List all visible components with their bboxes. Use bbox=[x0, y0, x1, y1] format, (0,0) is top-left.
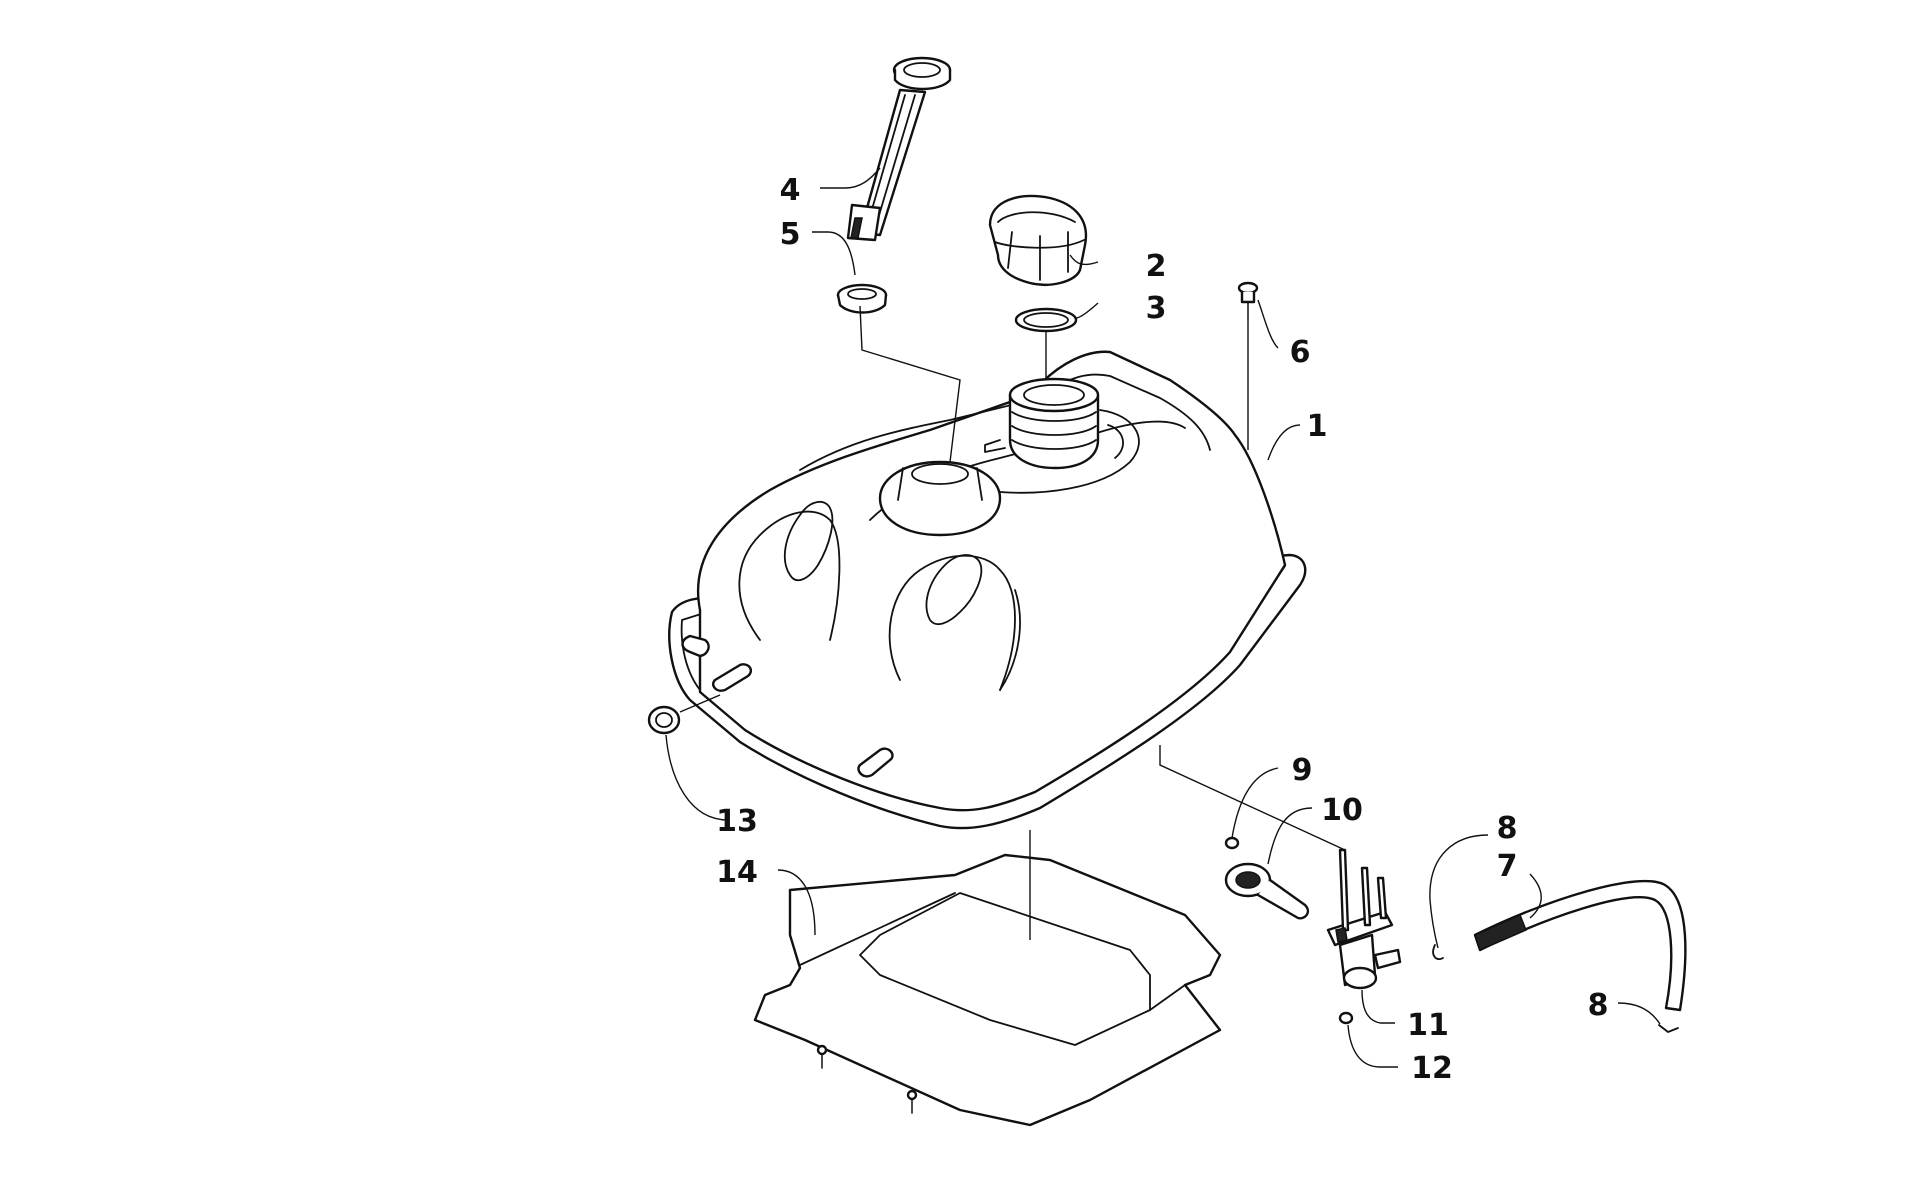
fuel-tank-part bbox=[668, 350, 1307, 830]
callout-6: 6 bbox=[1290, 335, 1311, 370]
callout-12: 12 bbox=[1411, 1051, 1453, 1086]
petcock-gasket-part bbox=[1224, 862, 1310, 920]
callout-10: 10 bbox=[1321, 793, 1363, 828]
callout-3: 3 bbox=[1146, 291, 1167, 326]
vent-fitting-part bbox=[1237, 281, 1259, 319]
fuel-petcock-part bbox=[1326, 848, 1402, 990]
gauge-grommet-part bbox=[836, 283, 888, 314]
callout-11: 11 bbox=[1407, 1008, 1449, 1043]
hose-clamp-part bbox=[1432, 944, 1679, 1033]
callout-9: 9 bbox=[1292, 753, 1313, 788]
callout-8-lower: 8 bbox=[1588, 988, 1609, 1023]
petcock-screw-part bbox=[1224, 836, 1240, 850]
leader-lines bbox=[665, 167, 1661, 1068]
callout-1: 1 bbox=[1307, 409, 1328, 444]
callout-4: 4 bbox=[780, 173, 801, 208]
callout-7: 7 bbox=[1497, 849, 1518, 884]
callout-labels: 1 2 3 4 5 6 7 8 8 9 10 11 12 13 14 bbox=[716, 173, 1608, 1086]
cap-oring-part bbox=[1014, 307, 1078, 333]
fuel-cap-part bbox=[988, 194, 1088, 286]
callout-13: 13 bbox=[716, 804, 758, 839]
callout-8-upper: 8 bbox=[1497, 811, 1518, 846]
tank-grommet-part bbox=[647, 705, 681, 735]
fuel-gauge-part bbox=[846, 56, 952, 242]
callout-5: 5 bbox=[780, 217, 801, 252]
skid-plate-part bbox=[753, 853, 1222, 1127]
callout-2: 2 bbox=[1146, 249, 1167, 284]
callout-14: 14 bbox=[716, 855, 758, 890]
fuel-hose-part bbox=[1473, 879, 1687, 1012]
petcock-nut-part bbox=[1338, 1011, 1354, 1025]
